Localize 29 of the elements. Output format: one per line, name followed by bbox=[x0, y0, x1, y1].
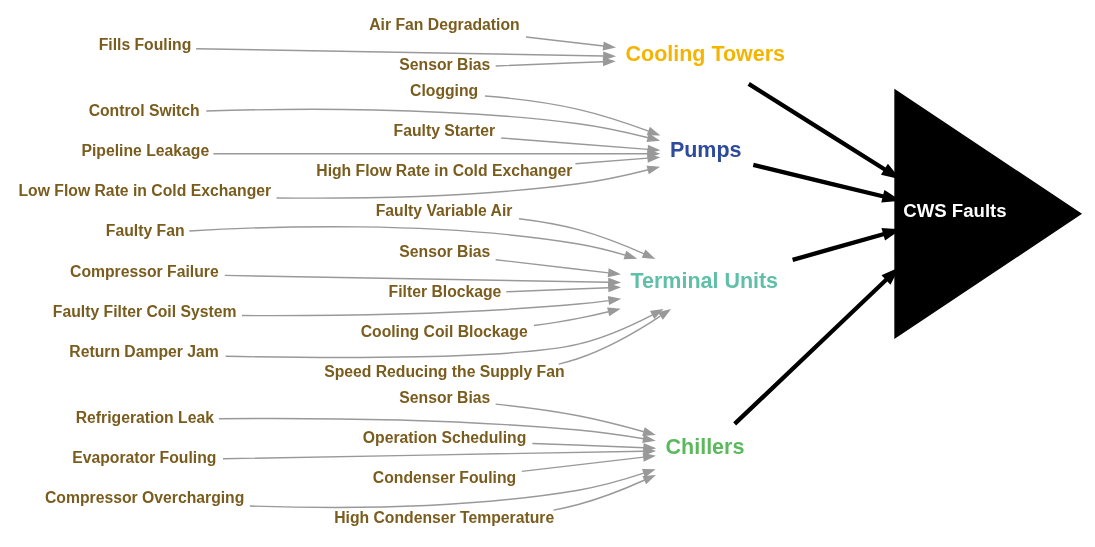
node-text: Sensor Bias bbox=[399, 242, 491, 260]
node-text: Faulty Variable Air bbox=[375, 201, 513, 219]
node-text: Clogging bbox=[410, 81, 479, 99]
node-text: Pipeline Leakage bbox=[81, 141, 210, 159]
node-text: Sensor Bias bbox=[399, 388, 491, 406]
node-text: Low Flow Rate in Cold Exchanger bbox=[18, 181, 272, 199]
node-text: Speed Reducing the Supply Fan bbox=[324, 362, 565, 380]
node-text: Terminal Units bbox=[630, 268, 779, 293]
node-text: High Flow Rate in Cold Exchanger bbox=[316, 161, 573, 179]
node-text: Evaporator Fouling bbox=[72, 448, 217, 466]
node-text: Control Switch bbox=[88, 101, 200, 119]
node-text: Pumps bbox=[669, 137, 742, 162]
node-text: Faulty Starter bbox=[393, 121, 496, 139]
node-text: Faulty Filter Coil System bbox=[52, 302, 237, 320]
node-text: High Condenser Temperature bbox=[334, 508, 555, 526]
node-text: Operation Scheduling bbox=[362, 428, 527, 446]
node-text: Compressor Failure bbox=[70, 262, 219, 280]
node-text: Chillers bbox=[665, 434, 745, 459]
node-text: Faulty Fan bbox=[105, 221, 185, 239]
node-text: Cooling Towers bbox=[625, 41, 785, 66]
node-text: Condenser Fouling bbox=[372, 468, 517, 486]
node-text: Filter Blockage bbox=[388, 282, 502, 300]
node-text: Sensor Bias bbox=[399, 55, 491, 73]
node-text: Cooling Coil Blockage bbox=[360, 322, 528, 340]
node-text: Return Damper Jam bbox=[69, 342, 219, 360]
node-text: Fills Fouling bbox=[98, 35, 192, 53]
node-text: Refrigeration Leak bbox=[75, 408, 214, 426]
node-text: Air Fan Degradation bbox=[369, 15, 520, 33]
node-text: Compressor Overcharging bbox=[44, 488, 245, 506]
